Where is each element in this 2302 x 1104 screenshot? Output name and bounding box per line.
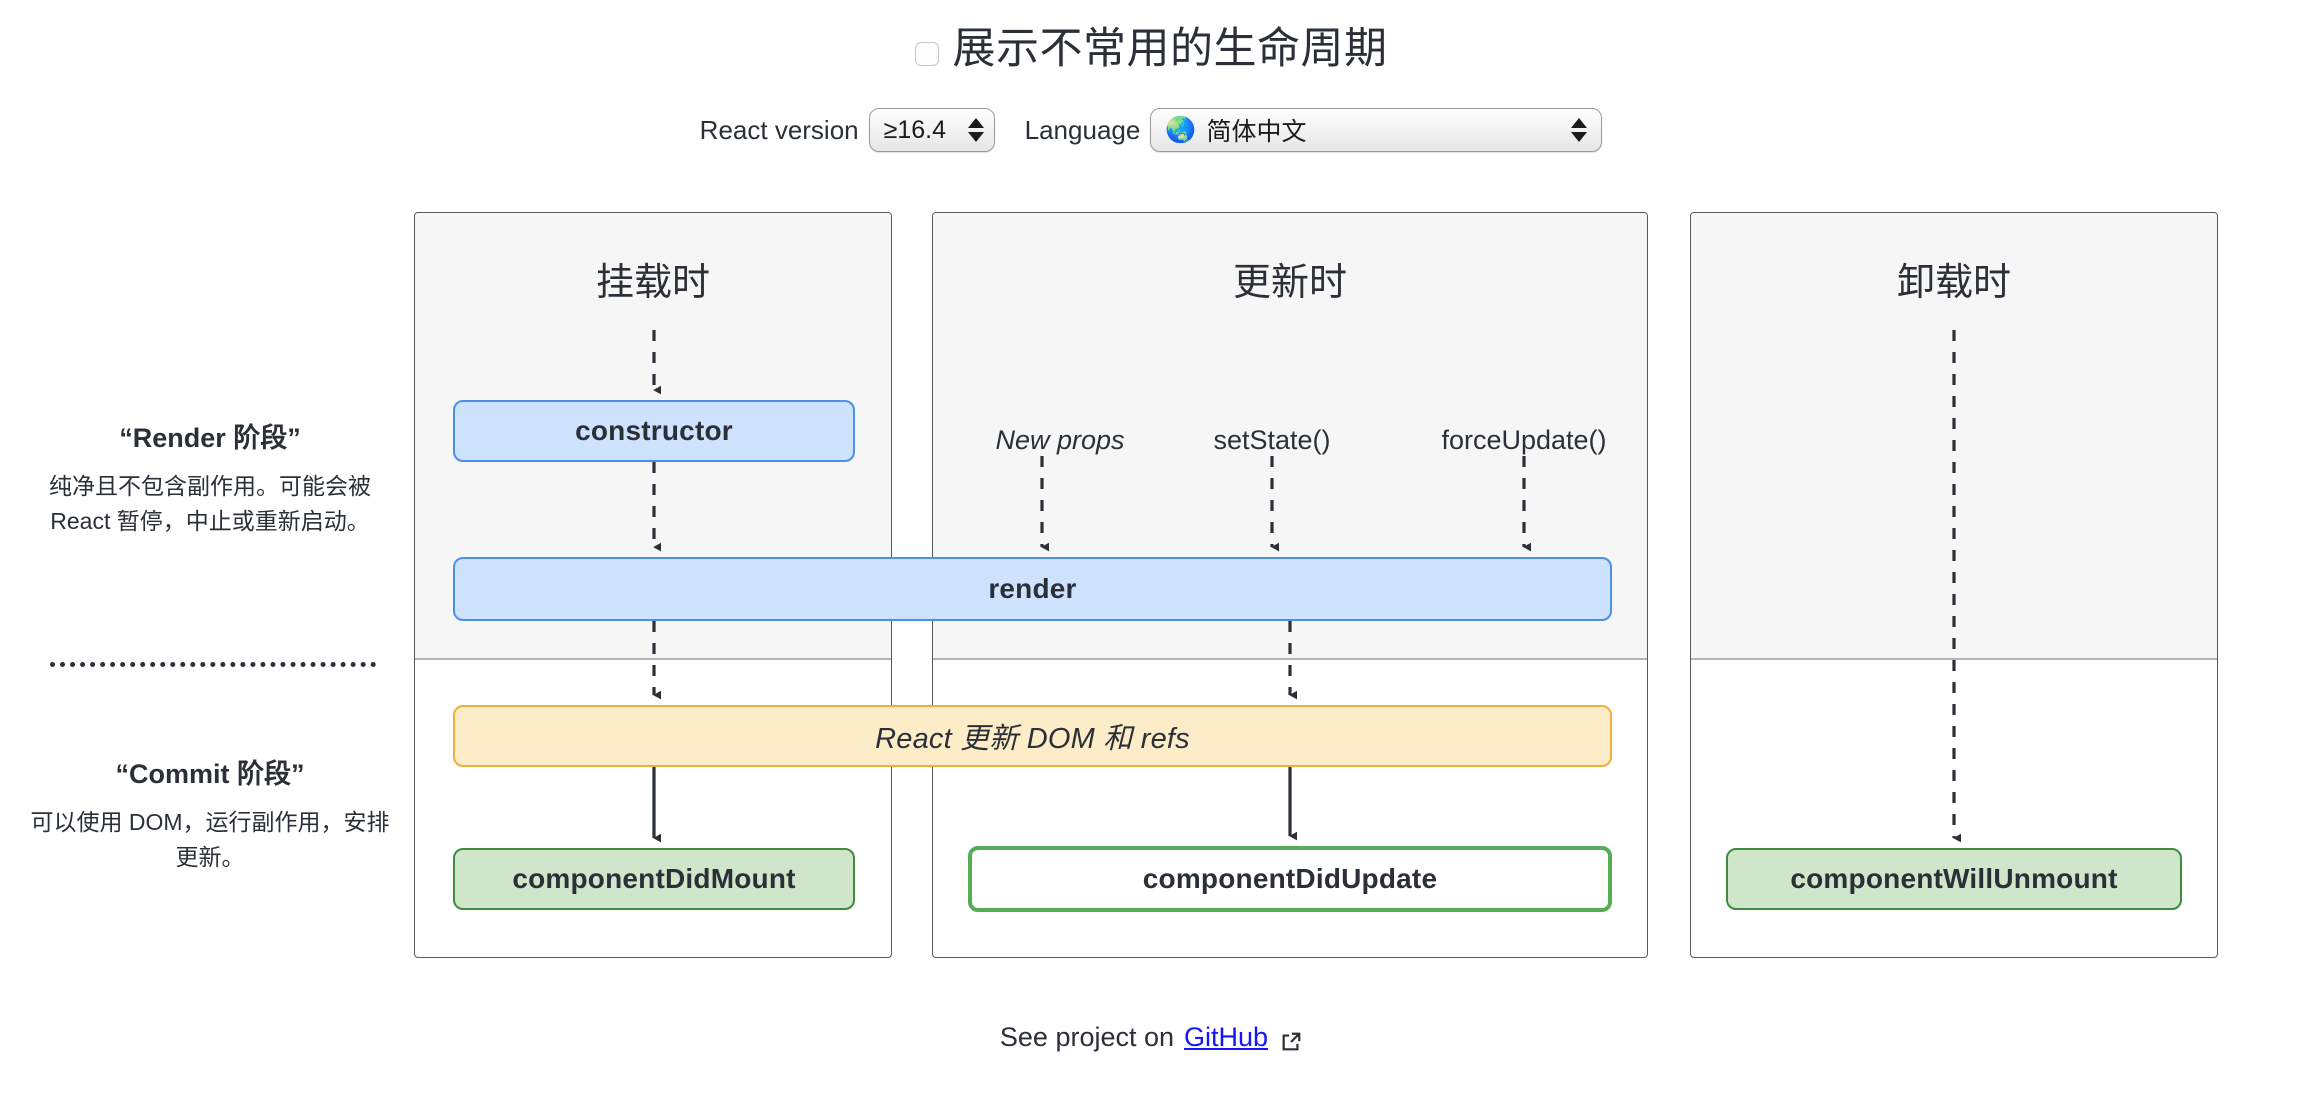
panel-mounting-title: 挂载时 — [595, 262, 710, 304]
react-version-value: ≥16.4 — [883, 115, 947, 144]
legend-commit-phase: “Commit 阶段” 可以使用 DOM，运行副作用，安排更新。 — [30, 752, 390, 875]
react-version-group: React version ≥16.4 — [700, 108, 995, 152]
lifecycle-box-react-updates-dom: React 更新 DOM 和 refs — [453, 705, 1612, 767]
legend-commit-body: 可以使用 DOM，运行副作用，安排更新。 — [30, 809, 390, 870]
lifecycle-box-constructor[interactable]: constructor — [453, 400, 855, 462]
panel-updating-title: 更新时 — [1232, 262, 1347, 304]
trigger-force-update: forceUpdate() — [1441, 425, 1607, 455]
react-version-label: React version — [699, 114, 859, 145]
controls-row: React version ≥16.4 Language 🌏 简体中文 — [0, 108, 2302, 152]
language-value: 简体中文 — [1206, 118, 1307, 146]
show-less-common-lifecycles-checkbox[interactable] — [914, 41, 939, 66]
language-group: Language 🌏 简体中文 — [1025, 108, 1603, 152]
github-link[interactable]: GitHub — [1184, 1022, 1269, 1052]
legend-render-phase: “Render 阶段” 纯净且不包含副作用。可能会被 React 暂停，中止或重… — [30, 416, 390, 539]
footer: See project on GitHub — [0, 1022, 2302, 1053]
legend-render-title: “Render 阶段” — [119, 423, 301, 453]
legend-commit-title: “Commit 阶段” — [115, 759, 305, 789]
footer-prefix: See project on — [999, 1022, 1175, 1052]
page-title-row: 展示不常用的生命周期 — [0, 24, 2302, 76]
trigger-set-state: setState() — [1213, 425, 1331, 455]
panel-unmounting: 卸载时 — [1690, 212, 2218, 958]
language-label: Language — [1024, 114, 1141, 145]
language-value-wrap: 🌏 简体中文 — [1165, 112, 1306, 148]
react-version-select[interactable]: ≥16.4 — [868, 108, 995, 152]
external-link-icon — [1280, 1029, 1302, 1051]
lifecycle-box-component-did-update[interactable]: componentDidUpdate — [968, 846, 1612, 912]
chevron-updown-icon — [1571, 118, 1588, 142]
language-select[interactable]: 🌏 简体中文 — [1150, 108, 1603, 152]
lifecycle-box-render[interactable]: render — [453, 557, 1612, 621]
lifecycle-box-component-did-mount[interactable]: componentDidMount — [453, 848, 855, 910]
chevron-updown-icon — [967, 118, 984, 142]
legend-render-body: 纯净且不包含副作用。可能会被 React 暂停，中止或重新启动。 — [49, 473, 371, 534]
page-title: 展示不常用的生命周期 — [952, 25, 1388, 73]
globe-icon: 🌏 — [1165, 115, 1197, 144]
trigger-new-props: New props — [995, 425, 1125, 455]
lifecycle-box-component-will-unmount[interactable]: componentWillUnmount — [1726, 848, 2182, 910]
panel-unmounting-title: 卸载时 — [1896, 262, 2011, 304]
legend-phase-divider — [50, 662, 376, 667]
